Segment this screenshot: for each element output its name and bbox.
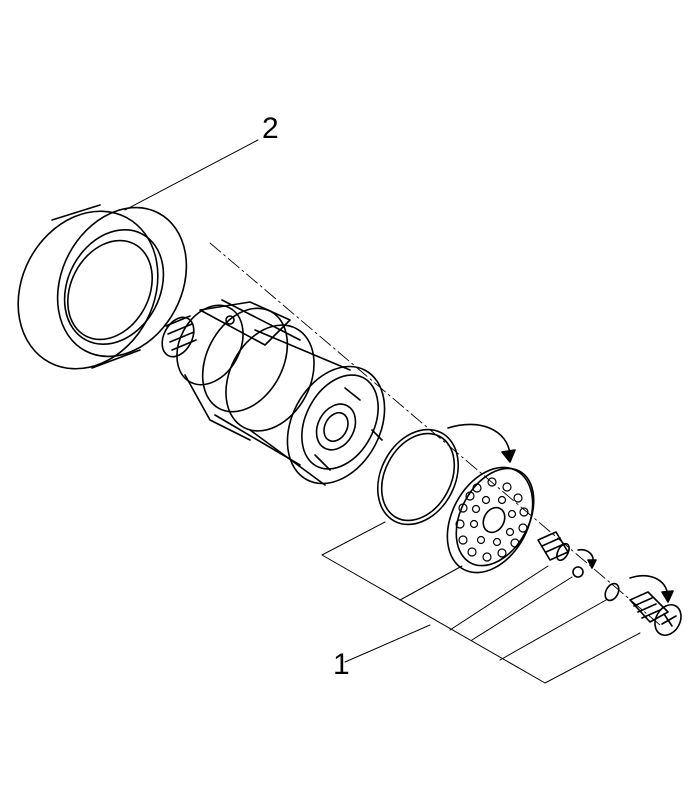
- o-ring-inner: [380, 432, 456, 522]
- spray-disc: [446, 466, 535, 574]
- valve-body: [161, 299, 386, 486]
- leader-lines-1: [321, 521, 641, 684]
- rotation-arrowhead-1: [501, 449, 516, 463]
- callout-label-2: 2: [262, 112, 279, 145]
- callout-label-1: 1: [333, 648, 350, 681]
- cover-ring: [17, 204, 188, 370]
- end-cap: [629, 591, 682, 637]
- rotation-arrowhead-2: [587, 559, 597, 569]
- o-ring: [376, 428, 460, 526]
- rotation-arrow-1: [447, 423, 511, 456]
- small-o-ring: [604, 582, 620, 602]
- rotation-arrowhead-3: [661, 590, 674, 603]
- leader-line-2: [124, 139, 259, 211]
- nozzle-insert: [537, 531, 584, 578]
